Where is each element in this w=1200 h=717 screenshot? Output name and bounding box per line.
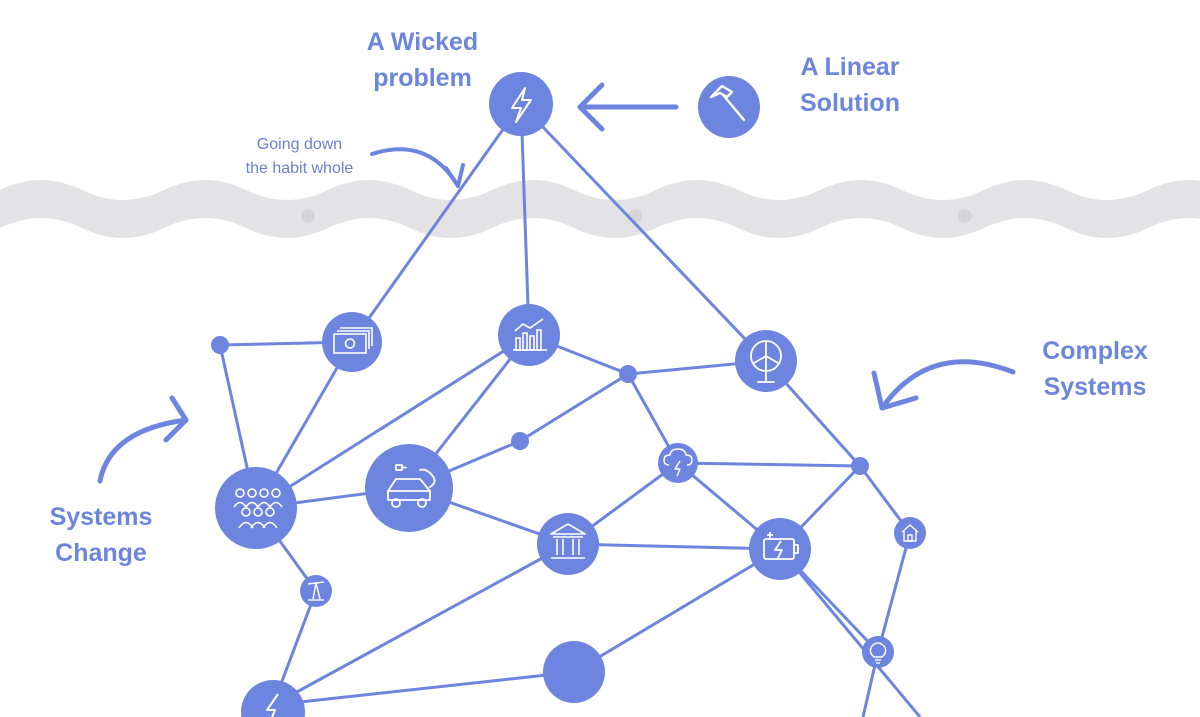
lightning-icon [511, 87, 532, 123]
complex-systems-label: Complex Systems [1042, 337, 1148, 401]
wicked-problem-label: A Wicked problem [366, 28, 479, 92]
junction-node [851, 457, 869, 475]
storm-node [658, 443, 698, 483]
house-node [894, 517, 926, 549]
plain-node [543, 641, 605, 703]
oil-pump-node [300, 575, 332, 607]
junction-node [511, 432, 529, 450]
money-icon [333, 327, 373, 354]
people-node [215, 467, 297, 549]
water-surface-wave [0, 180, 1200, 238]
lightning-icon [266, 693, 279, 717]
bank-icon [550, 523, 586, 559]
bar-chart-icon [513, 318, 547, 351]
wind-turbine-icon [750, 340, 782, 383]
wind-turbine-node [735, 330, 797, 392]
linear-solution-label: A Linear Solution [800, 53, 900, 117]
people-icon [233, 488, 283, 529]
battery-node [749, 518, 811, 580]
wicked-problem-node [489, 72, 553, 136]
linear-solution-node [698, 76, 760, 138]
house-icon [901, 524, 919, 542]
lightbulb-icon [869, 642, 887, 664]
electric-car-icon [387, 464, 436, 508]
systems-change-label: Systems Change [49, 503, 153, 567]
complex-systems-arrow [871, 359, 1016, 411]
junction-node [211, 336, 229, 354]
energy-node [241, 680, 305, 717]
junction-node [619, 365, 637, 383]
habit-curved-arrow [370, 147, 465, 188]
systems-change-arrow [97, 395, 189, 484]
storm-cloud-icon [663, 448, 693, 477]
growth-chart-node [498, 304, 560, 366]
lightbulb-node [862, 636, 894, 668]
oil-pump-icon [307, 581, 325, 601]
institution-node [537, 513, 599, 575]
habit-note: Going down the habit whole [245, 136, 354, 177]
hammer-icon [709, 84, 746, 122]
money-node [322, 312, 382, 372]
battery-icon [763, 532, 799, 560]
linear-solution-arrow [577, 82, 679, 132]
electric-car-node [365, 444, 453, 532]
